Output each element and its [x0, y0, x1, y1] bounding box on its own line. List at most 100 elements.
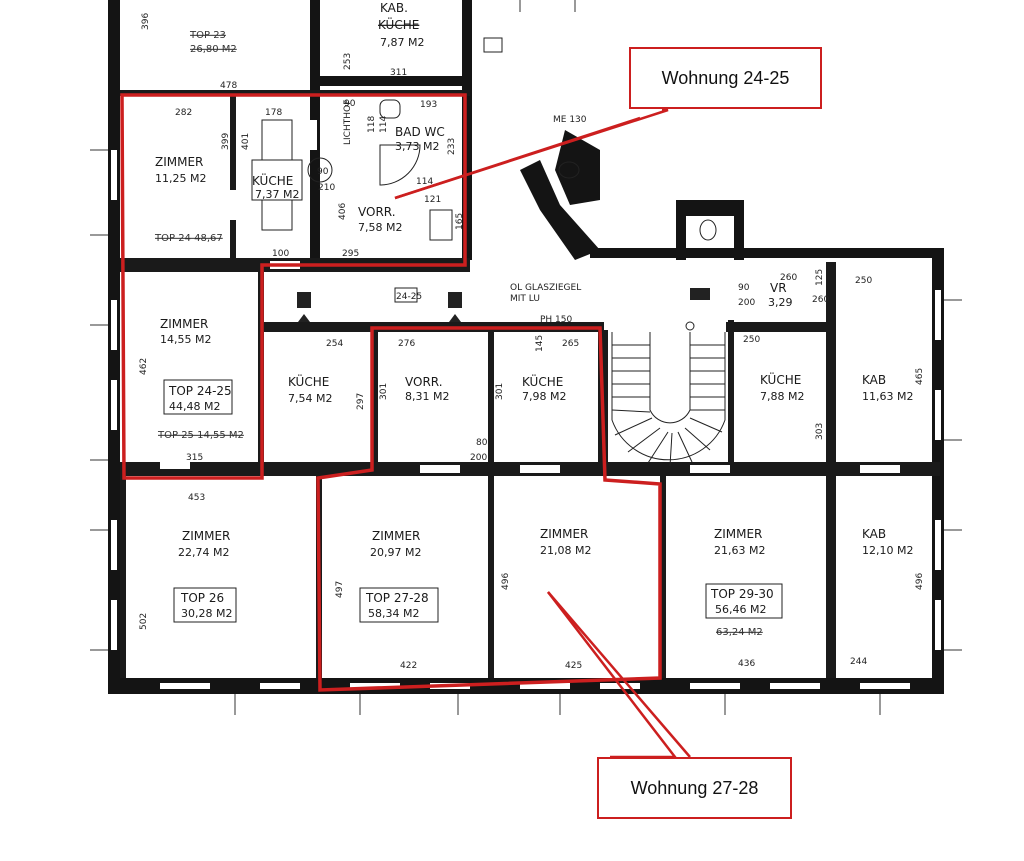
label-zimmer-e: ZIMMER [540, 527, 588, 541]
label-zimmer-b: ZIMMER [160, 317, 208, 331]
dim-406: 406 [338, 203, 348, 220]
callout-wohnung-27-28: Wohnung 27-28 [597, 757, 792, 819]
label-kab-top: KAB. [380, 1, 408, 15]
dim-462: 462 [139, 358, 149, 375]
dim-210: 210 [318, 183, 335, 193]
dim-436: 436 [738, 659, 755, 669]
dim-303: 303 [815, 423, 825, 440]
label-vorr-b: VORR. [405, 375, 443, 389]
label-vorr-b-area: 8,31 M2 [405, 390, 449, 403]
dim-165: 165 [455, 213, 465, 230]
note-glasziegel-1: OL GLASZIEGEL [510, 283, 581, 293]
dim-301b: 301 [495, 383, 505, 400]
label-kueche-top-area: 7,87 M2 [380, 36, 424, 49]
outline-wohnung-24-25 [120, 93, 467, 480]
dim-282: 282 [175, 108, 192, 118]
dim-453: 453 [188, 493, 205, 503]
dim-425: 425 [565, 661, 582, 671]
note-glasziegel-2: MIT LU [510, 294, 540, 304]
label-kueche-a-area: 7,37 M2 [255, 188, 299, 201]
dim-114b: 114 [416, 177, 433, 187]
box-top2930 [705, 583, 783, 619]
dim-200b: 200 [738, 298, 755, 308]
label-lichthof: LICHTHOF [343, 100, 353, 145]
spiral-staircase [611, 332, 726, 467]
dim-502: 502 [139, 613, 149, 630]
label-kueche-d-area: 7,88 M2 [760, 390, 804, 403]
label-kueche-d: KÜCHE [760, 371, 801, 387]
label-zimmer-b-area: 14,55 M2 [160, 333, 211, 346]
label-top26: TOP 26 [180, 591, 224, 605]
window-marks [111, 150, 941, 689]
dim-233: 233 [447, 138, 457, 155]
label-top24-48: TOP 24 48,67 [154, 233, 223, 244]
dim-297: 297 [356, 393, 366, 410]
label-top25: TOP 25 14,55 M2 [157, 430, 244, 441]
label-zimmer-f-area: 21,63 M2 [714, 544, 765, 557]
label-vorr-a: VORR. [358, 205, 396, 219]
label-kueche-c: KÜCHE [522, 373, 563, 389]
note-tag-2425: 24-25 [396, 292, 422, 302]
dim-315: 315 [186, 453, 203, 463]
plan-notes: OL GLASZIEGEL MIT LU PH 150 ME 130 24-25 [396, 115, 587, 325]
label-zimmer-c: ZIMMER [182, 529, 230, 543]
dim-254: 254 [326, 339, 343, 349]
dim-90c: 90 [738, 283, 750, 293]
dim-80: 80 [476, 438, 488, 448]
dim-90a: 90 [344, 99, 356, 109]
callout-leaders [394, 108, 691, 759]
box-top2425 [163, 379, 233, 415]
label-top26-area: 30,28 M2 [181, 607, 232, 620]
label-top23: TOP 23 [189, 30, 226, 41]
dim-250a: 250 [743, 335, 760, 345]
dim-193: 193 [420, 100, 437, 110]
label-kueche-b-area: 7,54 M2 [288, 392, 332, 405]
dim-265: 265 [562, 339, 579, 349]
dim-90b: 90 [317, 167, 329, 177]
note-ph: PH 150 [540, 315, 573, 325]
label-top2930-area: 56,46 M2 [715, 603, 766, 616]
highlight-outlines [120, 93, 662, 692]
label-kueche-top: KÜCHE [378, 16, 419, 32]
dim-260b: 260 [812, 295, 829, 305]
dim-295: 295 [342, 249, 359, 259]
dim-422: 422 [400, 661, 417, 671]
shaft-symbols [297, 37, 710, 322]
dim-100: 100 [272, 249, 289, 259]
label-vorr-a-area: 7,58 M2 [358, 221, 402, 234]
dim-396: 396 [141, 13, 151, 30]
label-kab-f-area: 12,10 M2 [862, 544, 913, 557]
dim-478: 478 [220, 81, 237, 91]
label-kueche-b: KÜCHE [288, 373, 329, 389]
label-top2425-area: 44,48 M2 [169, 400, 220, 413]
dim-250b: 250 [855, 276, 872, 286]
label-kueche-c-area: 7,98 M2 [522, 390, 566, 403]
dim-118: 118 [367, 116, 377, 133]
label-top2728: TOP 27-28 [365, 591, 429, 605]
label-top2930: TOP 29-30 [710, 587, 774, 601]
label-zimmer-e-area: 21,08 M2 [540, 544, 591, 557]
label-zimmer-a: ZIMMER [155, 155, 203, 169]
label-zimmer-d: ZIMMER [372, 529, 420, 543]
dim-496b: 496 [915, 573, 925, 590]
dim-260a: 260 [780, 273, 797, 283]
note-me: ME 130 [553, 115, 587, 125]
label-top2425: TOP 24-25 [168, 384, 232, 398]
dim-178: 178 [265, 108, 282, 118]
dim-496a: 496 [501, 573, 511, 590]
label-vr: VR [770, 281, 787, 295]
kitchen-fixtures [251, 99, 453, 241]
label-top2930-strike: 63,24 M2 [716, 627, 763, 638]
label-kab-f: KAB [862, 527, 886, 541]
label-bad-wc: BAD WC [395, 125, 445, 139]
outline-wohnung-27-28 [316, 326, 662, 692]
label-kab-e: KAB [862, 373, 886, 387]
dimension-labels: 396 253 311 478 282 178 399 401 90 193 1… [139, 13, 925, 671]
label-kueche-a: KÜCHE [252, 172, 293, 188]
callout-wohnung-24-25: Wohnung 24-25 [629, 47, 822, 109]
label-zimmer-f: ZIMMER [714, 527, 762, 541]
dim-114a: 114 [379, 116, 389, 133]
dim-145: 145 [535, 335, 545, 352]
